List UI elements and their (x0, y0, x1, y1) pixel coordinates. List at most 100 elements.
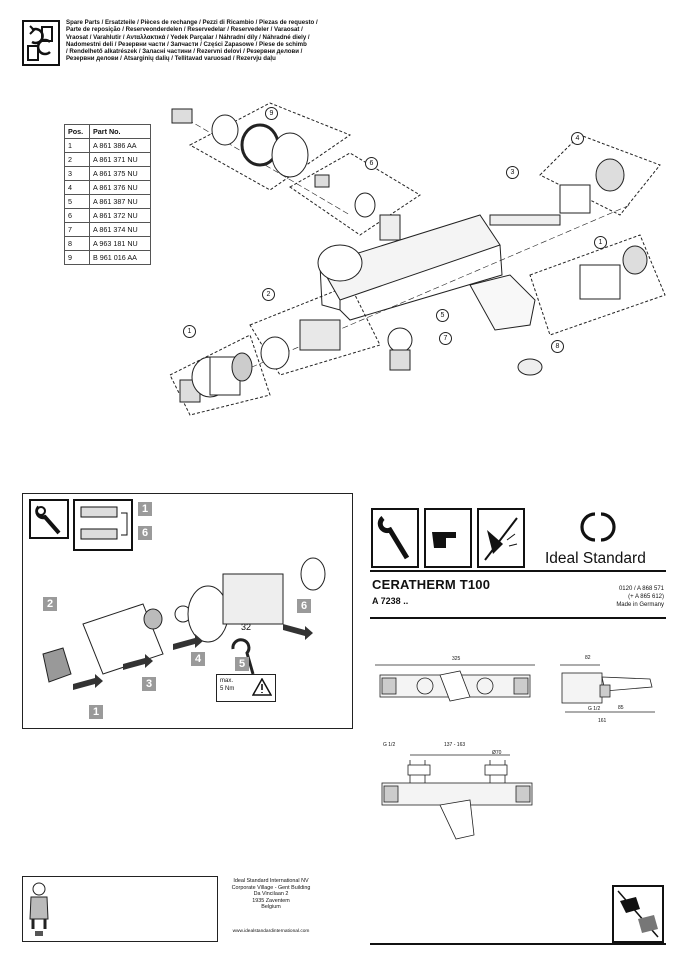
callout-2: 2 (262, 288, 275, 301)
pos-cell: 8 (64, 236, 90, 251)
cleaning-icon (477, 508, 525, 568)
cartridge-parts-icon (73, 499, 133, 551)
pos-cell: 1 (64, 138, 90, 153)
part-cell: A 861 371 NU (89, 152, 151, 167)
lang-line: Резервни делови / Atsarginių dalių / Tel… (66, 55, 276, 63)
handover-icon (612, 885, 664, 943)
address-line: Belgium (261, 904, 281, 911)
company-address: Ideal Standard International NV Corporat… (222, 878, 320, 911)
product-model: CERATHERM T100 (372, 577, 491, 592)
document-info: 0120 / A 868 571 (+ A 865 612) Made in G… (560, 585, 664, 609)
brand-name: Ideal Standard (545, 550, 646, 567)
spare-parts-languages: Spare Parts / Ersatzteile / Pièces de re… (66, 19, 356, 63)
exploded-view-drawing (169, 102, 666, 416)
pos-cell: 6 (64, 208, 90, 223)
doc-reference: (+ A 865 612) (628, 594, 664, 600)
part-cell: A 861 375 NU (89, 166, 151, 181)
dim-overall-depth: 161 (598, 718, 607, 724)
address-line: Da Vincilaan 2 (253, 891, 289, 898)
sequence-end-step: 6 (138, 526, 152, 540)
dim-centers: 137 - 163 (444, 742, 466, 748)
callout-7: 7 (439, 332, 452, 345)
torque-warning: max. 5 Nm (216, 674, 276, 702)
torque-line: max. (220, 678, 234, 684)
dim-diameter: Ø70 (492, 750, 502, 756)
pos-cell: 5 (64, 194, 90, 209)
pos-cell: 2 (64, 152, 90, 167)
part-cell: A 861 374 NU (89, 222, 151, 237)
step-1: 1 (89, 705, 103, 719)
callout-1: 1 (183, 325, 196, 338)
col-pos: Pos. (64, 124, 90, 139)
col-part-no: Part No. (89, 124, 151, 139)
wrench-size-label: 32 (241, 622, 252, 632)
lang-line: Parte de reposição / Reserveonderdelen /… (66, 26, 303, 34)
dim-85: 85 (618, 705, 624, 711)
ideal-standard-logo-icon (580, 512, 616, 542)
company-url[interactable]: www.idealstandardinternational.com (232, 929, 310, 934)
replacement-drawing (42, 557, 326, 690)
callout-3: 3 (506, 166, 519, 179)
footer-divider (370, 943, 666, 945)
replacement-instructions: 1 6 2 1 3 4 5 6 32 max. 5 Nm (22, 493, 353, 729)
step-3: 3 (142, 677, 156, 691)
pos-cell: 9 (64, 250, 90, 265)
step-2: 2 (43, 597, 57, 611)
pos-cell: 3 (64, 166, 90, 181)
callout-8: 8 (551, 340, 564, 353)
part-cell: A 861 387 NU (89, 194, 151, 209)
dim-thread: G 1/2 (383, 742, 396, 748)
callout-1b: 1 (594, 236, 607, 249)
torque-line: 5 Nm (220, 686, 235, 692)
section-divider (370, 617, 666, 619)
dim-thread-side: G 1/2 (588, 706, 601, 712)
product-code: A 7238 .. (372, 596, 409, 606)
part-cell: A 963 181 NU (89, 236, 151, 251)
sequence-start-step: 1 (138, 502, 152, 516)
wrench-icon (29, 499, 69, 539)
dim-width: 325 (452, 656, 461, 662)
spare-parts-icon (22, 20, 60, 66)
lang-line: Vraosat / Varahlutir / Ανταλλακτικά / Ye… (66, 33, 310, 41)
step-4: 4 (191, 652, 205, 666)
lang-line: Nadomestni deli / Резервни части / Запча… (66, 40, 307, 48)
pos-cell: 4 (64, 180, 90, 195)
address-line: Corporate Village - Gent Building (231, 884, 311, 891)
part-cell: B 961 016 AA (89, 250, 151, 265)
callout-4: 4 (571, 132, 584, 145)
part-cell: A 861 372 NU (89, 208, 151, 223)
lang-line: / Rendelhető alkatrészek / Заласні части… (66, 48, 303, 56)
callout-9: 9 (265, 107, 278, 120)
part-cell: A 861 386 AA (89, 138, 151, 153)
dim-depth: 82 (585, 655, 591, 661)
callout-5: 5 (436, 309, 449, 322)
address-line: Ideal Standard International NV (233, 878, 309, 884)
service-box (22, 876, 218, 942)
address-line: 1935 Zaventem (252, 897, 290, 904)
doc-number: 0120 / A 868 571 (618, 586, 664, 592)
technician-icon (29, 882, 49, 936)
step-5: 5 (235, 657, 249, 671)
step-6: 6 (297, 599, 311, 613)
tool-icon (371, 508, 419, 568)
made-in: Made in Germany (616, 602, 664, 608)
section-divider (370, 570, 666, 572)
pos-cell: 7 (64, 222, 90, 237)
warning-icon (252, 678, 272, 696)
dimension-drawing (375, 664, 655, 840)
table-header-row: Pos. Part No. (64, 124, 151, 139)
lang-line: Spare Parts / Ersatzteile / Pièces de re… (66, 19, 318, 26)
callout-6: 6 (365, 157, 378, 170)
part-cell: A 861 376 NU (89, 180, 151, 195)
pointing-hand-icon (424, 508, 472, 568)
